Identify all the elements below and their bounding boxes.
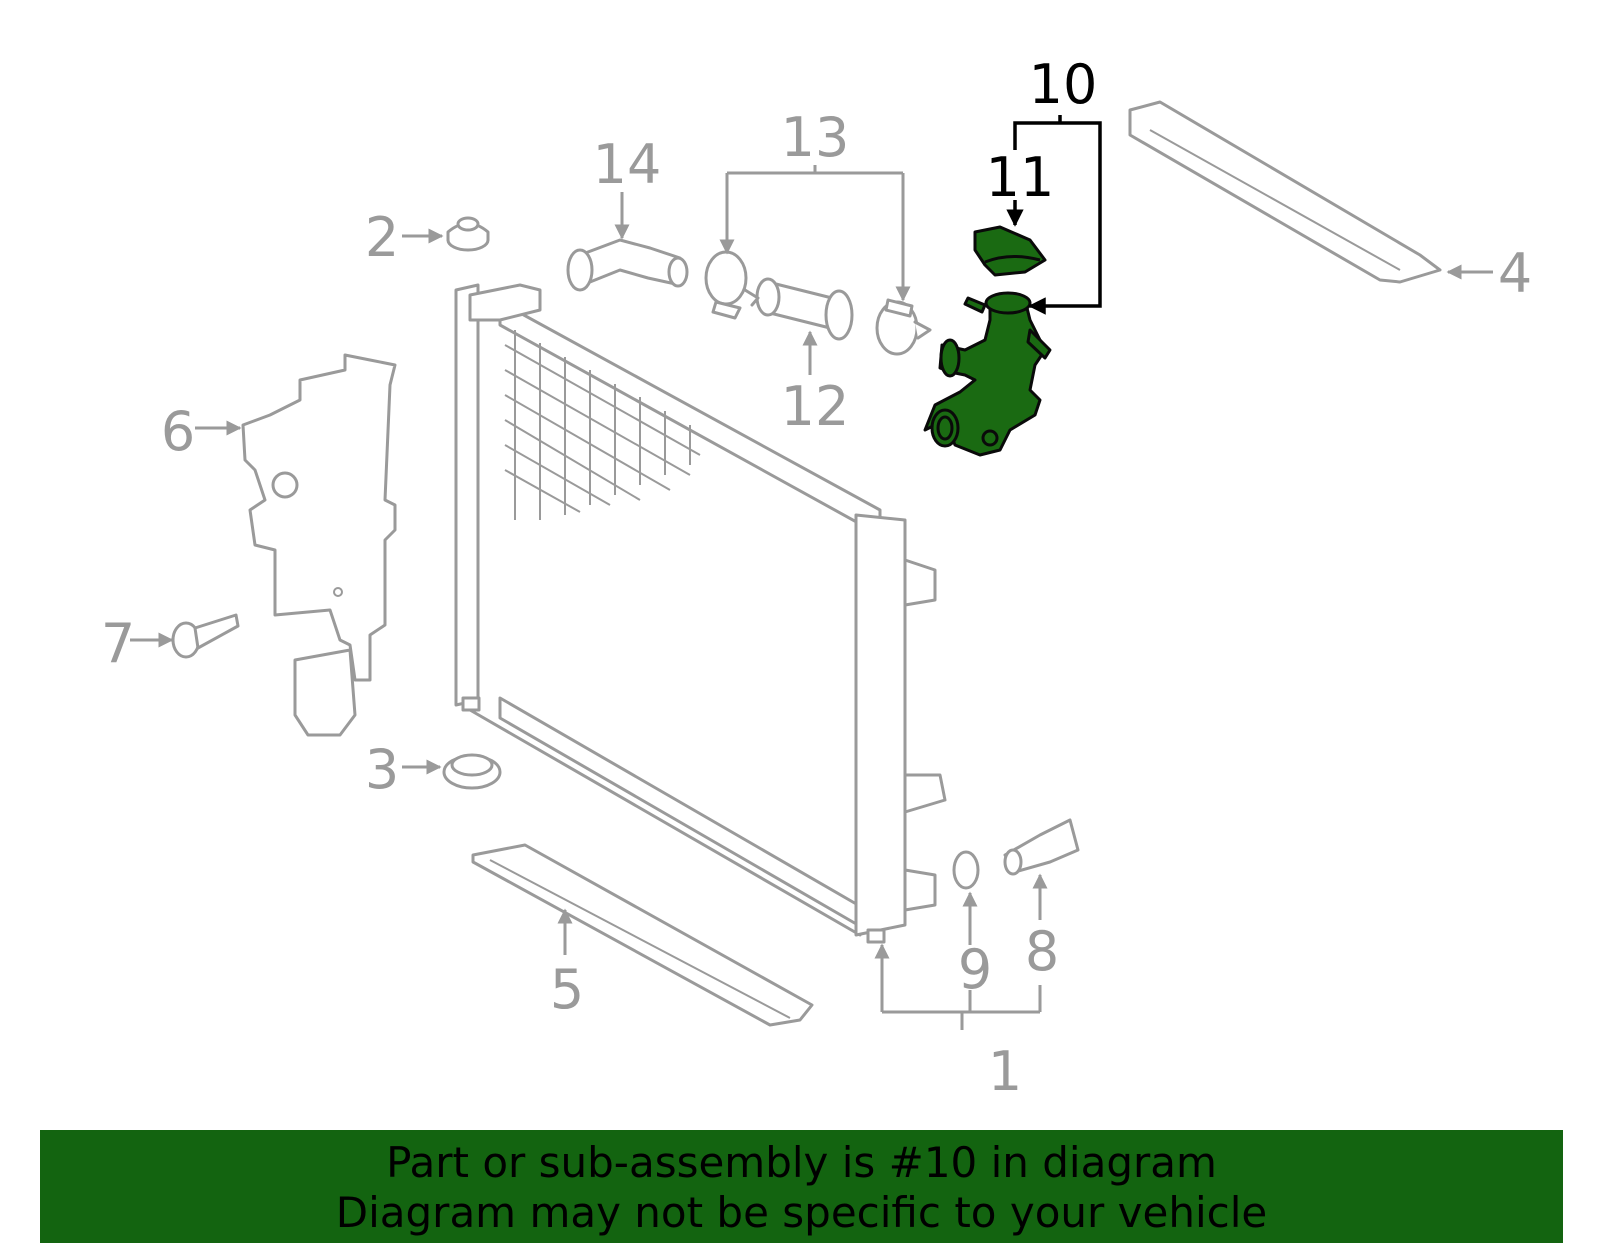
callout-9: 9 [958,938,992,1001]
callout-14: 14 [593,133,662,196]
part-7-clip [171,613,240,659]
part-8-sensor [1003,818,1080,876]
callout-2: 2 [365,206,399,269]
part-13-clamps [704,250,932,356]
callout-13: 13 [781,106,850,169]
part-14-inlet-hose [566,238,689,292]
callout-5: 5 [550,958,584,1021]
callout-4: 4 [1498,242,1532,305]
part-12-hose [755,277,854,341]
callout-10: 10 [1029,53,1098,116]
callout-12: 12 [781,375,850,438]
banner-line-1: Part or sub-assembly is #10 in diagram [386,1138,1217,1187]
disclaimer-banner: Part or sub-assembly is #10 in diagram D… [40,1130,1563,1243]
part-10-water-outlet [923,291,1052,457]
part-4-upper-seal [1128,100,1442,284]
callout-3: 3 [365,738,399,801]
part-3-cushion [442,753,502,790]
part-9-o-ring [952,850,980,890]
part-6-deflector [241,353,397,737]
callout-11: 11 [986,146,1055,209]
callout-7: 7 [101,612,135,675]
part-5-lower-seal [471,843,814,1027]
leader-lines [130,115,1493,1030]
callout-1: 1 [988,1040,1022,1103]
part-11-radiator-cap [973,225,1047,277]
banner-line-2: Diagram may not be specific to your vehi… [335,1188,1268,1237]
radiator [454,283,947,944]
callout-6: 6 [161,400,195,463]
callout-labels: 1 2 3 4 5 6 7 8 9 10 11 12 13 14 [101,53,1532,1103]
part-2-cushion [446,216,490,252]
callout-8: 8 [1025,920,1059,983]
parts-diagram: 1 2 3 4 5 6 7 8 9 10 11 12 13 14 [101,53,1532,1103]
